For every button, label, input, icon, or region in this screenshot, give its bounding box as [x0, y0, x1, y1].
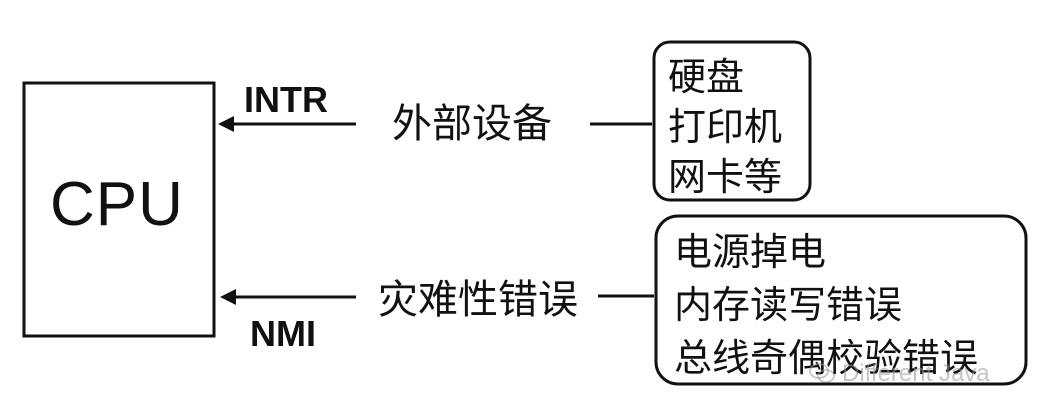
list-item: 打印机	[668, 105, 783, 149]
list-item: 电源掉电	[674, 230, 827, 274]
intr-source-label: 外部设备	[392, 101, 552, 147]
intr-examples-list: 硬盘 打印机 网卡等	[668, 52, 782, 202]
cpu-label: CPU	[50, 170, 184, 239]
list-item: 内存读写错误	[674, 283, 903, 327]
cpu-box	[22, 81, 216, 338]
nmi-source-label: 灾难性错误	[378, 277, 578, 323]
nmi-examples-box	[654, 214, 1028, 386]
intr-line-label: INTR	[244, 79, 328, 120]
nmi-arrowhead	[220, 289, 236, 305]
intr-arrowhead	[218, 116, 234, 132]
wechat-icon	[809, 363, 835, 383]
watermark-text: Different Java	[842, 360, 990, 387]
list-item: 总线奇偶校验错误	[674, 336, 979, 380]
nmi-line-label: NMI	[250, 313, 316, 354]
watermark: Different Java	[808, 360, 990, 388]
list-item: 硬盘	[668, 55, 745, 99]
nmi-examples-list: 电源掉电 内存读写错误 总线奇偶校验错误	[674, 226, 978, 385]
intr-examples-box	[652, 40, 812, 202]
list-item: 网卡等	[668, 155, 783, 199]
